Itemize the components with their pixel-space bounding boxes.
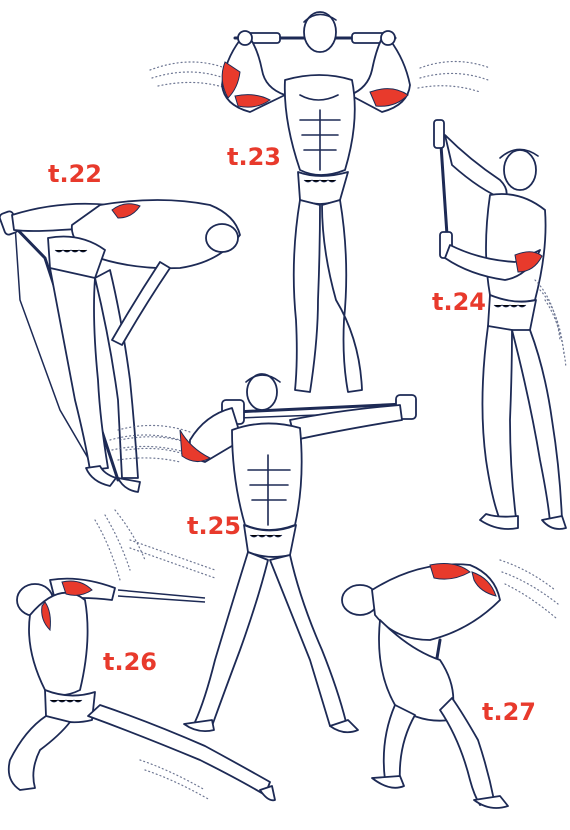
figure-t22 [0, 199, 241, 493]
figure-label-t26: t.26 [103, 648, 157, 676]
figure-label-t22: t.22 [48, 160, 102, 188]
figure-t24 [433, 119, 567, 530]
figure-t23 [149, 11, 491, 393]
figure-t25 [117, 373, 417, 734]
figure-t27 [341, 559, 559, 809]
figure-label-t27: t.27 [482, 698, 536, 726]
figure-label-t24: t.24 [432, 288, 486, 316]
figure-label-t25: t.25 [187, 512, 241, 540]
figure-t26 [7, 509, 276, 802]
figure-label-t23: t.23 [227, 143, 281, 171]
